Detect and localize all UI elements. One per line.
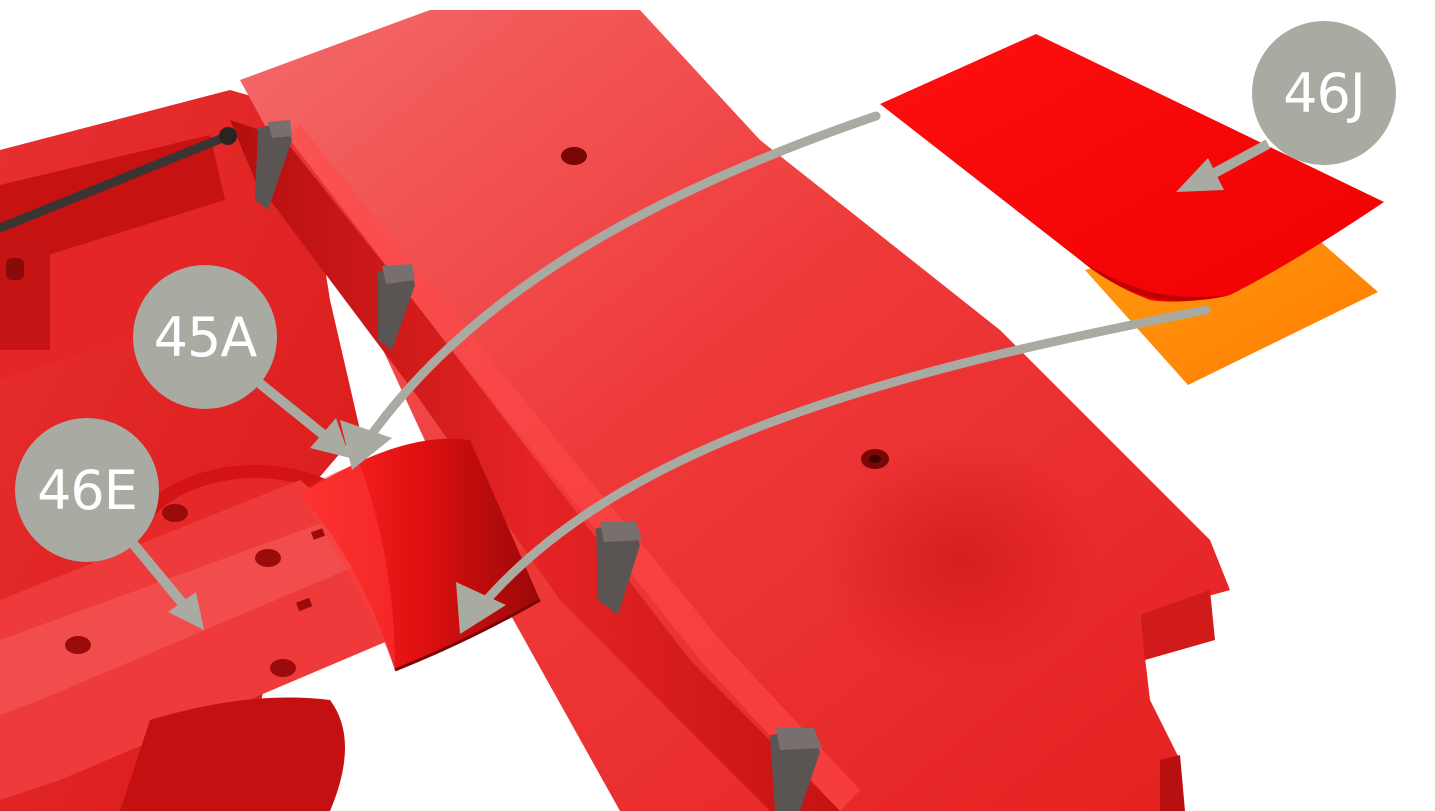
callout-46j-label: 46J: [1283, 62, 1365, 125]
callout-46e-label: 46E: [37, 459, 137, 522]
callout-45a-label: 45A: [154, 306, 258, 369]
mount-hole: [561, 147, 587, 165]
